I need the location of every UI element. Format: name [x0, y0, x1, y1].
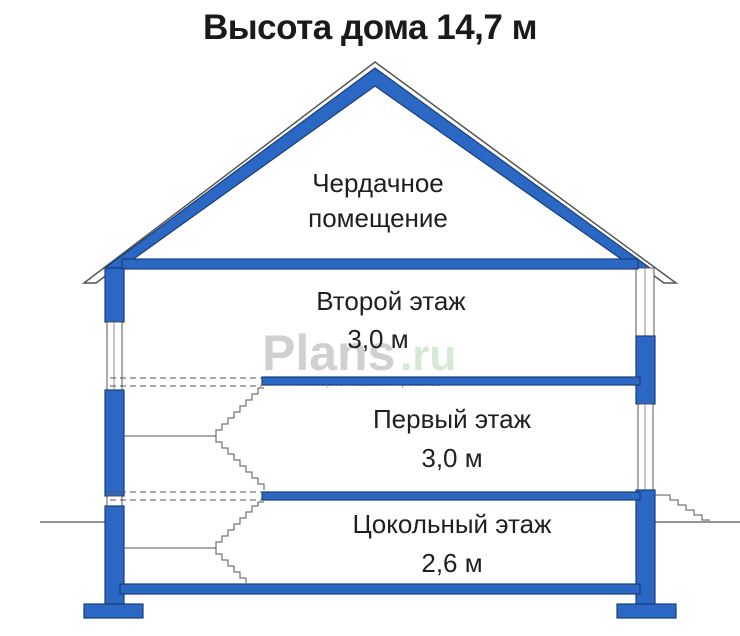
- attic-slab: [121, 258, 639, 270]
- second-floor-height: 3,0 м: [347, 324, 408, 354]
- level-labels: Чердачное помещение Второй этаж 3,0 м Пе…: [308, 168, 552, 578]
- first-floor-height: 3,0 м: [421, 443, 482, 473]
- attic-label-line1: Чердачное: [312, 168, 444, 198]
- house-height-title: Высота дома 14,7 м: [203, 8, 537, 47]
- watermark-brand: Plans: [262, 325, 395, 381]
- staircases: [124, 387, 265, 583]
- slab-dash-lines: [110, 377, 262, 501]
- foundation-slab: [119, 583, 641, 595]
- first-floor-ceiling-slab: [261, 376, 641, 386]
- watermark-domain: .ru: [400, 331, 456, 380]
- attic-label-line2: помещение: [308, 203, 448, 233]
- second-floor-label: Второй этаж: [316, 286, 466, 316]
- basement-ceiling-slab: [261, 491, 641, 501]
- basement-height: 2,6 м: [421, 548, 482, 578]
- floor-slabs: [119, 258, 641, 595]
- ground: [40, 494, 740, 523]
- left-wall: [83, 267, 144, 619]
- right-wall: [616, 267, 677, 619]
- basement-label: Цокольный этаж: [353, 509, 553, 539]
- first-floor-label: Первый этаж: [373, 404, 532, 434]
